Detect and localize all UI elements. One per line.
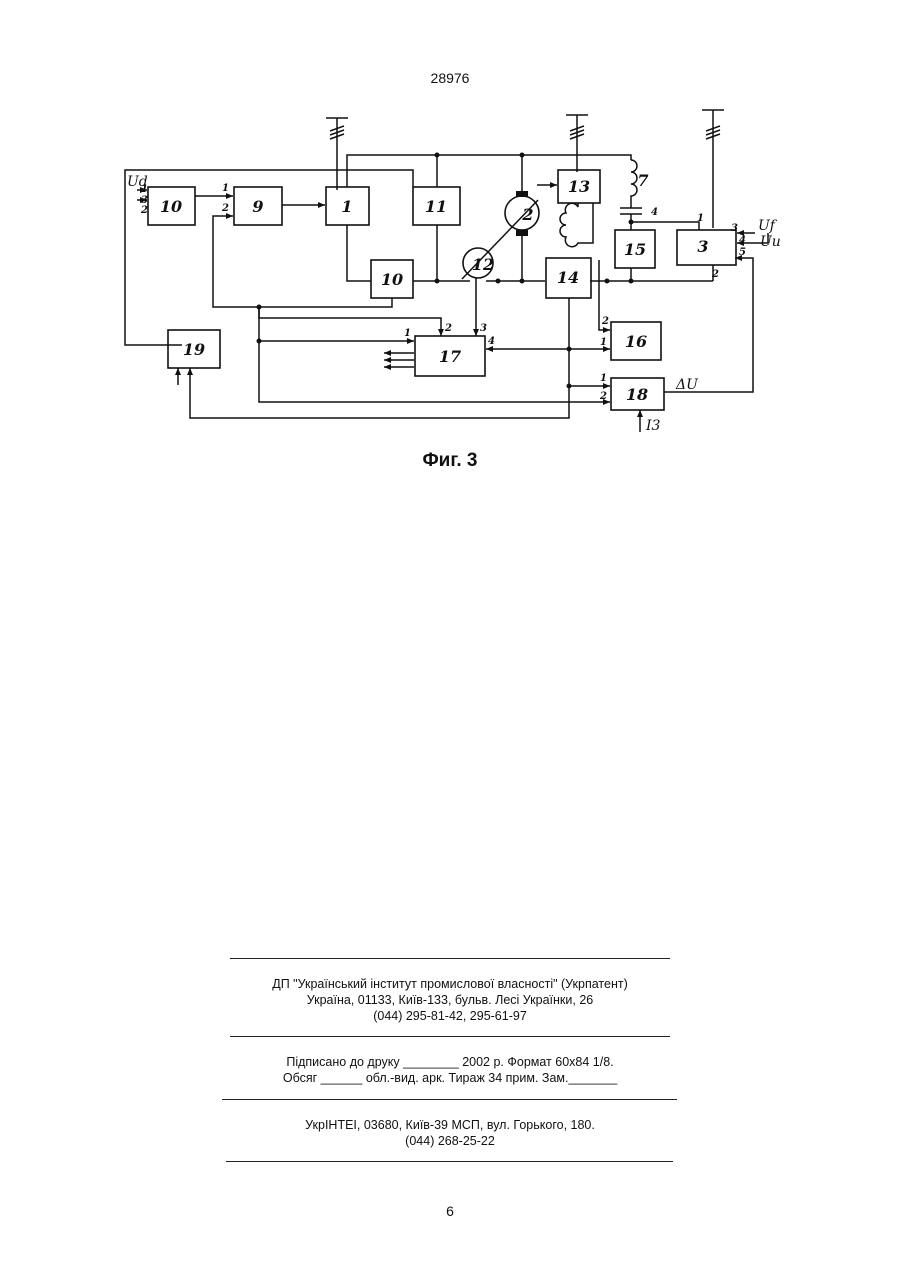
label-capacitor-4: 4 xyxy=(651,207,658,218)
label-block-12: 11 xyxy=(425,197,447,216)
label-block-10: 10 xyxy=(381,270,403,289)
port-19-1: 1 xyxy=(600,373,607,384)
label-motor-2: 2 xyxy=(521,205,533,224)
supply-symbol-left xyxy=(326,118,348,190)
page-number-bottom: 6 xyxy=(0,1203,900,1219)
signal-uu: Uu xyxy=(760,234,781,250)
figure-caption: Фиг. 3 xyxy=(0,450,900,472)
port-18-2: 2 xyxy=(444,323,452,334)
publisher-block: ДП "Український інститут промислової вла… xyxy=(0,976,900,1024)
printer-address: УкрІНТЕІ, 03680, Київ-39 МСП, вул. Горьк… xyxy=(0,1117,900,1133)
label-block-11: 10 xyxy=(160,197,182,216)
printer-block: УкрІНТЕІ, 03680, Київ-39 МСП, вул. Горьк… xyxy=(0,1117,900,1149)
signal-delta-u: ΔU xyxy=(675,377,699,393)
label-block-1: 1 xyxy=(341,197,352,216)
publisher-name: ДП "Український інститут промислової вла… xyxy=(0,976,900,992)
port-3-1: 1 xyxy=(697,213,704,224)
divider-1 xyxy=(230,958,670,959)
divider-4 xyxy=(226,1161,673,1162)
port-11-2: 2 xyxy=(140,205,148,216)
divider-2 xyxy=(230,1036,670,1037)
label-coil-7: 7 xyxy=(637,171,648,190)
label-block-15: 14 xyxy=(557,268,579,287)
port-3-4: 4 xyxy=(739,235,746,246)
volume-circulation: Обсяг ______ обл.-вид. арк. Тираж 34 при… xyxy=(0,1070,900,1086)
publisher-phones: (044) 295-81-42, 295-61-97 xyxy=(0,1008,900,1024)
port-18-1: 1 xyxy=(404,328,411,339)
label-block-9: 9 xyxy=(252,197,263,216)
label-block-19: 18 xyxy=(626,385,648,404)
supply-symbol-middle xyxy=(566,115,588,170)
label-block-14: 13 xyxy=(568,177,590,196)
port-3-5: 5 xyxy=(739,247,746,258)
signal-uf: Uf xyxy=(758,218,778,234)
port-18-3: 3 xyxy=(480,323,487,334)
port-3-3: 3 xyxy=(731,223,738,234)
port-19-2: 2 xyxy=(599,391,607,402)
signal-i3: I3 xyxy=(645,418,661,434)
block-diagram-figure: 10 9 1 11 10 13 15 3 14 16 17 18 19 2 12… xyxy=(0,0,900,450)
port-3-2: 2 xyxy=(711,269,719,280)
publisher-address: Україна, 01133, Київ-133, бульв. Лесі Ук… xyxy=(0,992,900,1008)
label-block-16: 15 xyxy=(624,240,646,259)
signed-to-print: Підписано до друку ________ 2002 р. Форм… xyxy=(0,1054,900,1070)
supply-symbol-right xyxy=(702,110,724,228)
signal-ud: Ud xyxy=(127,174,148,190)
port-9-2: 2 xyxy=(221,203,229,214)
print-info-block: Підписано до друку ________ 2002 р. Форм… xyxy=(0,1054,900,1086)
label-tacho-13: 12 xyxy=(472,255,494,274)
divider-3 xyxy=(222,1099,677,1100)
port-17-1: 1 xyxy=(600,337,607,348)
label-block-3: 3 xyxy=(697,237,708,256)
port-9-1: 1 xyxy=(222,183,229,194)
port-17-2: 2 xyxy=(601,316,609,327)
label-block-20: 19 xyxy=(183,340,205,359)
printer-phone: (044) 268-25-22 xyxy=(0,1133,900,1149)
label-block-17: 16 xyxy=(625,332,647,351)
label-block-18: 17 xyxy=(439,347,461,366)
port-18-4: 4 xyxy=(488,336,495,347)
